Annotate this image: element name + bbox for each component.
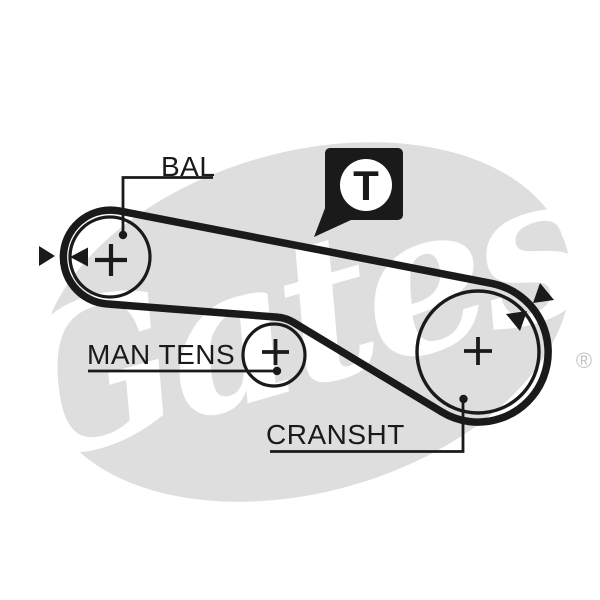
- bal-label: BAL: [161, 151, 216, 182]
- cransht-label: CRANSHT: [266, 419, 405, 450]
- bal-center-cross-icon: [95, 244, 127, 276]
- man-tens-label: MAN TENS: [87, 339, 236, 370]
- cransht-pulley-circle: [415, 289, 541, 415]
- timing-badge: [314, 148, 403, 237]
- cransht-center-cross-icon: [464, 337, 492, 365]
- timing-badge-circle: [340, 159, 392, 211]
- man-tens-pulley-circle: [241, 322, 307, 388]
- timing-badge-letter: T: [353, 162, 379, 209]
- cransht-direction-arrow-outer-icon: [533, 283, 554, 303]
- man-tens-leader-dot: [272, 366, 282, 376]
- bal-leader-dot: [118, 230, 128, 240]
- cransht-direction-arrow-inner-icon: [506, 311, 527, 331]
- bal-leader-line: [121, 176, 213, 235]
- registered-trademark-symbol: ®: [575, 348, 593, 373]
- timing-belt-path: [59, 206, 552, 426]
- cransht-leader-line: [270, 399, 465, 453]
- bal-direction-arrow-inner-icon: [70, 247, 88, 267]
- bal-direction-arrow-outer-icon: [39, 246, 55, 266]
- cransht-leader-dot: [459, 394, 468, 404]
- man-tens-center-cross-icon: [262, 339, 289, 365]
